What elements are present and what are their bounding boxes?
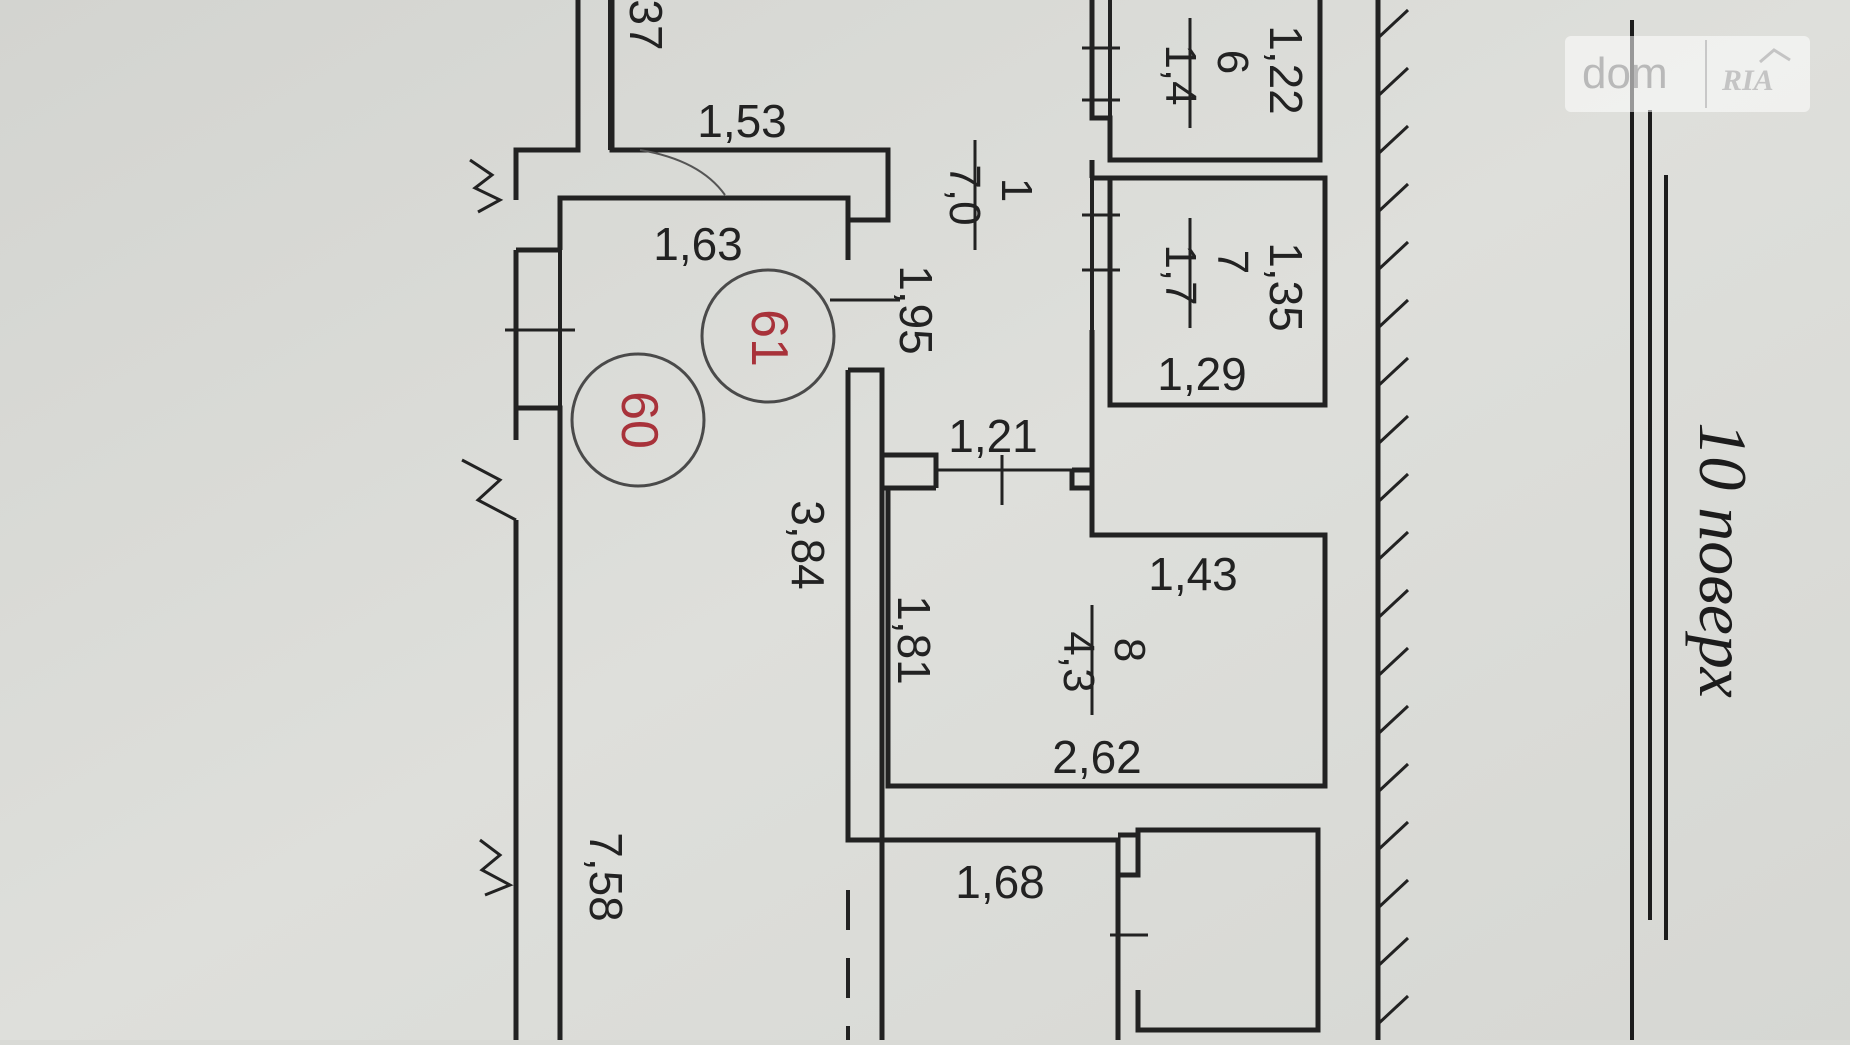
hatch-stroke: [1376, 298, 1410, 330]
hatch-stroke: [1376, 356, 1410, 388]
wall-segment: [1135, 827, 1321, 1033]
hatch-stroke: [1376, 588, 1410, 620]
room-1-label: 1 7,0: [940, 140, 1041, 250]
opening-markers: [505, 46, 1148, 937]
dim-1-63: 1,63: [653, 218, 743, 270]
wall-segment: [557, 0, 891, 250]
floor-indicator-lines: [1630, 20, 1668, 1040]
room-8-area: 4,3: [1054, 631, 1103, 692]
wall-segment: [1118, 832, 1141, 878]
dim-1-95: 1,95: [890, 265, 942, 355]
room-7-label: 7 1,7: [1156, 218, 1257, 328]
hatch-stroke: [1376, 530, 1410, 562]
apartment-61-marker: 61: [700, 268, 836, 404]
hatch-stroke: [1376, 182, 1410, 214]
hatch-stroke: [1376, 8, 1410, 40]
dim-3-84: 3,84: [782, 500, 834, 590]
dim-1-21: 1,21: [948, 410, 1038, 462]
hatch-stroke: [1376, 646, 1410, 678]
door-arc: [639, 149, 726, 196]
hatch-stroke: [1376, 762, 1410, 794]
hatch-stroke: [1376, 994, 1410, 1026]
hatch-stroke: [1376, 124, 1410, 156]
dim-2-62: 2,62: [1052, 731, 1142, 783]
dim-1-53: 1,53: [697, 95, 787, 147]
hatch-stroke: [1376, 820, 1410, 852]
hatch-stroke: [1376, 414, 1410, 446]
dim-1-81: 1,81: [888, 595, 940, 685]
dim-7-58: 7,58: [580, 832, 632, 922]
dim-1-68: 1,68: [955, 856, 1045, 908]
wall-segment: [848, 367, 885, 1040]
hatch-stroke: [1376, 704, 1410, 736]
walls: [513, 0, 1381, 1040]
dim-1-35: 1,35: [1260, 242, 1312, 332]
wall-segment: [513, 0, 581, 200]
room-6-number: 6: [1208, 50, 1257, 74]
wall-segment: [882, 452, 939, 488]
apartment-61-number: 61: [740, 309, 798, 367]
dim-1-22: 1,22: [1260, 25, 1312, 115]
apartment-60-marker: 60: [570, 352, 706, 488]
watermark-roof-icon: [1759, 48, 1791, 64]
dim-1-43: 1,43: [1148, 548, 1238, 600]
dimension-labels: 37 1,53 1,63 1,95 3,84 1,21 1,22 1,35 1,…: [580, 0, 1312, 922]
break-marks: [461, 158, 517, 897]
wall-segment: [845, 370, 1121, 1040]
room-6-label: 6 1,4: [1156, 18, 1257, 128]
room-7-number: 7: [1208, 250, 1257, 274]
room-6-area: 1,4: [1156, 44, 1205, 105]
floor-label: 10 поверх: [1685, 422, 1761, 698]
wall-segment: [1069, 470, 1092, 491]
hatch-stroke: [1376, 472, 1410, 504]
dim-1-29: 1,29: [1157, 348, 1247, 400]
dom-ria-watermark: dom RIA: [1565, 36, 1810, 112]
room-8-label: 8 4,3: [1054, 605, 1154, 715]
hatch-stroke: [1376, 936, 1410, 968]
room-8-number: 8: [1105, 638, 1154, 662]
dim-37: 37: [620, 0, 672, 51]
room-1-area: 7,0: [940, 164, 989, 225]
wall-segment: [1092, 175, 1328, 408]
watermark-ria: RIA: [1721, 64, 1774, 97]
hatch-stroke: [1376, 66, 1410, 98]
facade-hatching: [1376, 8, 1410, 1026]
watermark-dom: dom: [1582, 49, 1668, 98]
hatch-stroke: [1376, 878, 1410, 910]
room-7-area: 1,7: [1156, 244, 1205, 305]
watermark-box: [1565, 36, 1810, 112]
room-1-number: 1: [992, 178, 1041, 202]
apartment-60-number: 60: [610, 391, 668, 449]
hatch-stroke: [1376, 240, 1410, 272]
